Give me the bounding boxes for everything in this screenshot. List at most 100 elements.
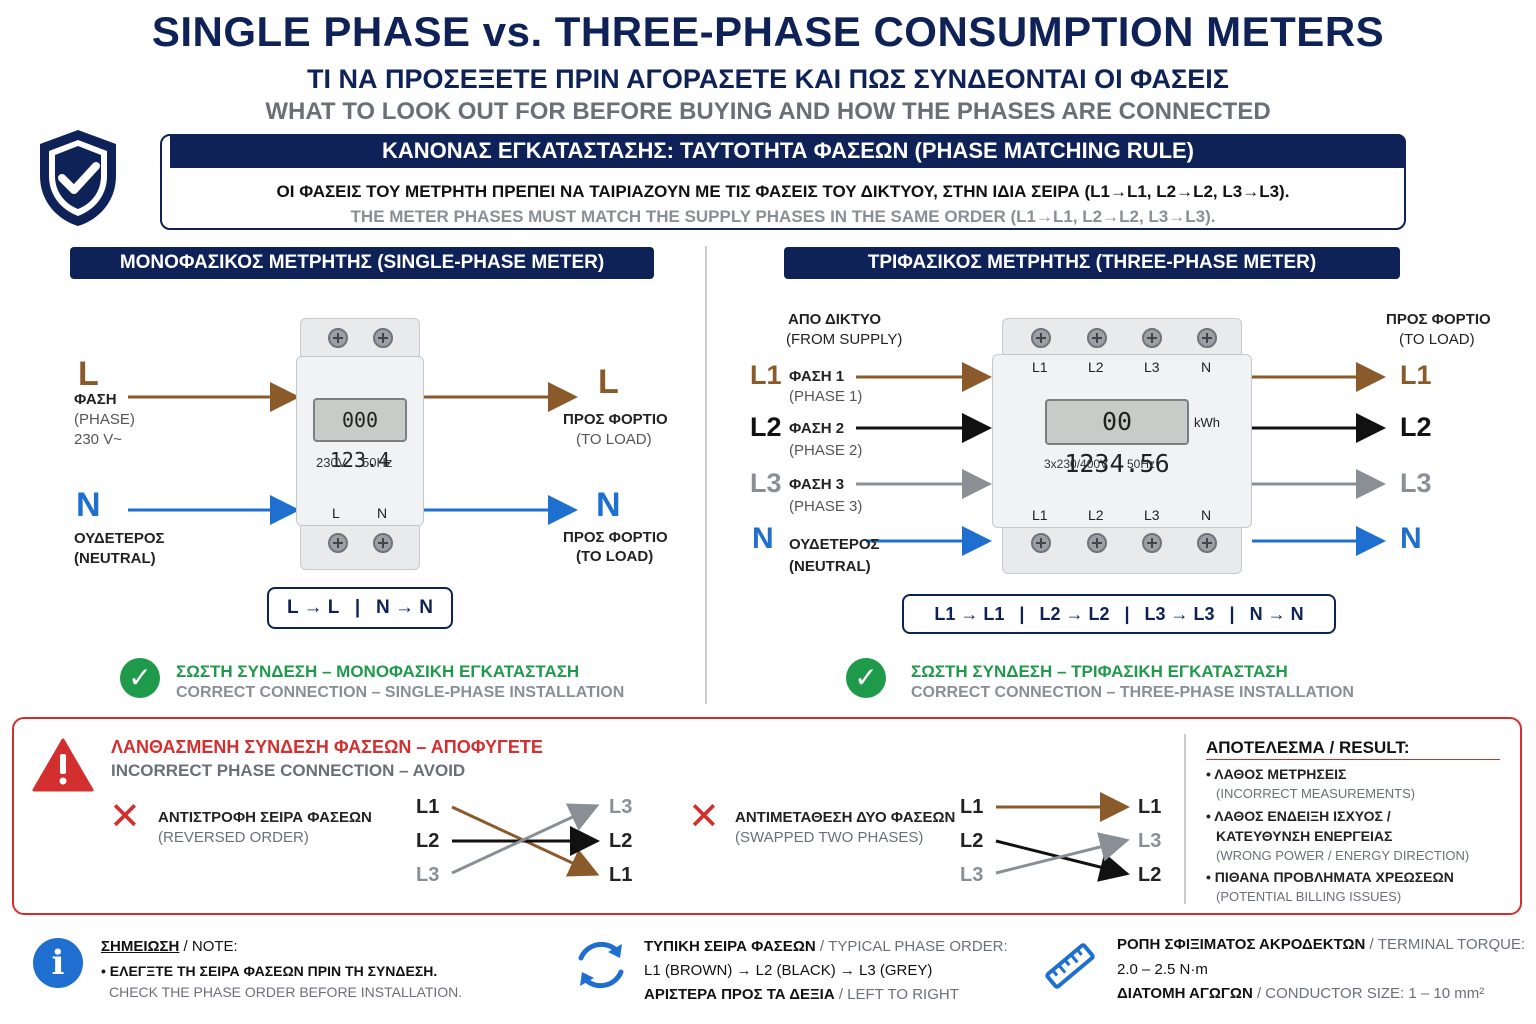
three-top-terminal-l1: L1 <box>1032 359 1048 375</box>
result-2-greek-b: ΚΑΤΕΥΘΥΝΣΗ ΕΝΕΡΓΕΙΑΣ <box>1216 828 1393 844</box>
warning-icon <box>32 738 94 792</box>
info-icon: i <box>33 938 83 988</box>
rule-heading: ΚΑΝΟΝΑΣ ΕΓΚΑΤΑΣΤΑΣΗΣ: ΤΑΥΤΟΤΗΤΑ ΦΑΣΕΩΝ (… <box>170 134 1406 168</box>
torque-heading: ΡΟΠΗ ΣΦΙΞΙΜΑΤΟΣ ΑΚΡΟΔΕΚΤΩΝ / TERMINAL TO… <box>1117 936 1525 953</box>
torque-heading-greek: ΡΟΠΗ ΣΦΙΞΙΜΑΤΟΣ ΑΚΡΟΔΕΚΤΩΝ <box>1117 936 1366 953</box>
rev-left-l2: L2 <box>416 830 440 852</box>
single-meter-display: 000 123.4 <box>313 398 407 472</box>
result-1-english: (INCORRECT MEASUREMENTS) <box>1216 786 1416 801</box>
three-ok-english: CORRECT CONNECTION – THREE-PHASE INSTALL… <box>911 684 1354 701</box>
three-in-l2-english: (PHASE 2) <box>789 442 863 459</box>
three-meter-unit: kWh <box>1194 415 1220 430</box>
order-heading: ΤΥΠΙΚΗ ΣΕΙΡΑ ΦΑΣΕΩΝ / TYPICAL PHASE ORDE… <box>644 938 1008 955</box>
result-2-english: (WRONG POWER / ENERGY DIRECTION) <box>1216 848 1470 863</box>
to-load-english: (TO LOAD) <box>1399 331 1475 348</box>
single-in-n-label: N <box>76 486 101 524</box>
three-out-l2-label: L2 <box>1400 412 1432 442</box>
error-heading-greek: ΛΑΝΘΑΣΜΕΝΗ ΣΥΝΔΕΣΗ ΦΑΣΕΩΝ – ΑΠΟΦΥΓΕΤΕ <box>111 737 543 757</box>
to-load-greek: ΠΡΟΣ ΦΟΡΤΙΟ <box>1386 311 1491 328</box>
three-bottom-terminal-n: N <box>1201 507 1212 523</box>
error-heading-english: INCORRECT PHASE CONNECTION – AVOID <box>111 761 466 780</box>
three-in-l3-greek: ΦΑΣΗ 3 <box>789 476 845 493</box>
three-top-terminal-l3: L3 <box>1144 359 1160 375</box>
check-icon: ✓ <box>846 658 886 698</box>
three-in-l1-label: L1 <box>750 360 782 390</box>
single-meter-frequency: 50Hz <box>362 455 393 470</box>
three-in-l2-greek: ΦΑΣΗ 2 <box>789 420 845 437</box>
note-heading-greek: ΣΗΜΕΙΩΣΗ <box>101 938 180 955</box>
cross-icon: ✕ <box>109 796 141 838</box>
three-bottom-terminal-l3: L3 <box>1144 507 1160 523</box>
note-text-greek: • ΕΛΕΓΞΤΕ ΤΗ ΣΕΙΡΑ ΦΑΣΕΩΝ ΠΡΙΝ ΤΗ ΣΥΝΔΕΣ… <box>101 963 438 979</box>
terminal-screw-icon <box>1087 533 1107 553</box>
swap-left-l2: L2 <box>960 830 984 852</box>
terminal-screw-icon <box>1031 533 1051 553</box>
single-in-l-greek: ΦΑΣΗ <box>74 391 117 408</box>
single-ok-english: CORRECT CONNECTION – SINGLE-PHASE INSTAL… <box>176 684 625 701</box>
swap-left-l3: L3 <box>960 864 984 886</box>
three-in-l3-label: L3 <box>750 468 782 498</box>
terminal-screw-icon <box>328 328 348 348</box>
three-out-l3-label: L3 <box>1400 468 1432 498</box>
order-sequence: L1 (BROWN) → L2 (BLACK) → L3 (GREY) <box>644 962 933 979</box>
single-out-n-label: N <box>596 486 621 524</box>
note-heading: ΣΗΜΕΙΩΣΗ / NOTE: <box>101 938 238 955</box>
check-icon: ✓ <box>120 658 160 698</box>
terminal-screw-icon <box>1197 328 1217 348</box>
three-in-l2-label: L2 <box>750 412 782 442</box>
swap-right-l1: L1 <box>1138 796 1162 818</box>
single-ok-greek: ΣΩΣΤΗ ΣΥΝΔΕΣΗ – ΜΟΝΟΦΑΣΙΚΗ ΕΓΚΑΤΑΣΤΑΣΗ <box>176 662 580 681</box>
terminal-screw-icon <box>373 533 393 553</box>
three-out-n-label: N <box>1400 522 1422 555</box>
three-phase-heading: ΤΡΙΦΑΣΙΚΟΣ ΜΕΤΡΗΤΗΣ (THREE-PHASE METER) <box>784 247 1400 279</box>
terminal-screw-icon <box>1197 533 1217 553</box>
rev-left-l3: L3 <box>416 864 440 886</box>
single-in-n-greek: ΟΥΔΕΤΕΡΟΣ <box>74 530 165 547</box>
single-terminal-l: L <box>332 505 340 521</box>
three-bottom-terminal-l2: L2 <box>1088 507 1104 523</box>
rev-wire-l3 <box>451 803 600 875</box>
swap-left-l1: L1 <box>960 796 984 818</box>
result-3-greek: • ΠΙΘΑΝΑ ΠΡΟΒΛΗΜΑΤΑ ΧΡΕΩΣΕΩΝ <box>1206 869 1454 885</box>
swapped-english: (SWAPPED TWO PHASES) <box>735 829 924 846</box>
subtitle-greek: ΤΙ ΝΑ ΠΡΟΣΕΞΕΤΕ ΠΡΙΝ ΑΓΟΡΑΣΕΤΕ ΚΑΙ ΠΩΣ Σ… <box>307 64 1229 94</box>
rev-left-l1: L1 <box>416 796 440 818</box>
incorrect-connection-box <box>12 717 1522 915</box>
note-text-english: CHECK THE PHASE ORDER BEFORE INSTALLATIO… <box>109 984 463 1000</box>
result-underline <box>1206 759 1500 760</box>
order-direction-greek: ΑΡΙΣΤΕΡΑ ΠΡΟΣ ΤΑ ΔΕΞΙΑ <box>644 986 835 1003</box>
subtitle-english: WHAT TO LOOK OUT FOR BEFORE BUYING AND H… <box>265 98 1271 125</box>
terminal-screw-icon <box>1142 533 1162 553</box>
conductor-size: ΔΙΑΤΟΜΗ ΑΓΩΓΩΝ / CONDUCTOR SIZE: 1 – 10 … <box>1117 985 1484 1002</box>
torque-value: 2.0 – 2.5 N·m <box>1117 961 1208 978</box>
single-meter-voltage: 230V <box>316 455 347 470</box>
terminal-screw-icon <box>328 533 348 553</box>
single-phase-mapping-pill: L → L | N → N <box>267 587 453 629</box>
three-meter-display: 00 1234.56 <box>1045 399 1189 478</box>
swap-right-l3: L3 <box>1138 830 1162 852</box>
single-in-n-english: (NEUTRAL) <box>74 550 156 567</box>
result-3-english: (POTENTIAL BILLING ISSUES) <box>1216 889 1402 904</box>
three-phase-mapping-pill: L1 → L1 | L2 → L2 | L3 → L3 | N → N <box>902 594 1336 634</box>
three-out-l1-label: L1 <box>1400 360 1432 390</box>
reversed-order-greek: ΑΝΤΙΣΤΡΟΦΗ ΣΕΙΡΑ ΦΑΣΕΩΝ <box>158 809 372 826</box>
shield-check-icon <box>40 130 116 226</box>
conductor-size-greek: ΔΙΑΤΟΜΗ ΑΓΩΓΩΝ <box>1117 985 1253 1002</box>
three-in-l3-english: (PHASE 3) <box>789 498 863 515</box>
three-in-n-english: (NEUTRAL) <box>789 558 871 575</box>
terminal-screw-icon <box>1031 328 1051 348</box>
cross-icon: ✕ <box>688 796 720 838</box>
three-meter-frequency: 50Hz <box>1127 457 1156 471</box>
reversed-order-english: (REVERSED ORDER) <box>158 829 309 846</box>
single-out-n-english: (TO LOAD) <box>576 548 654 565</box>
single-out-n-greek: ΠΡΟΣ ΦΟΡΤΙΟ <box>563 529 668 546</box>
three-in-n-label: N <box>752 522 774 555</box>
result-2-greek-a: • ΛΑΘΟΣ ΕΝΔΕΙΞΗ ΙΣΧΥΟΣ / <box>1206 808 1391 824</box>
swapped-greek: ΑΝΤΙΜΕΤΑΘΕΣΗ ΔΥΟ ΦΑΣΕΩΝ <box>735 809 956 826</box>
rev-right-l1: L1 <box>609 864 633 886</box>
order-direction-english: / LEFT TO RIGHT <box>834 986 959 1003</box>
single-out-l-greek: ΠΡΟΣ ΦΟΡΤΙΟ <box>563 411 668 428</box>
